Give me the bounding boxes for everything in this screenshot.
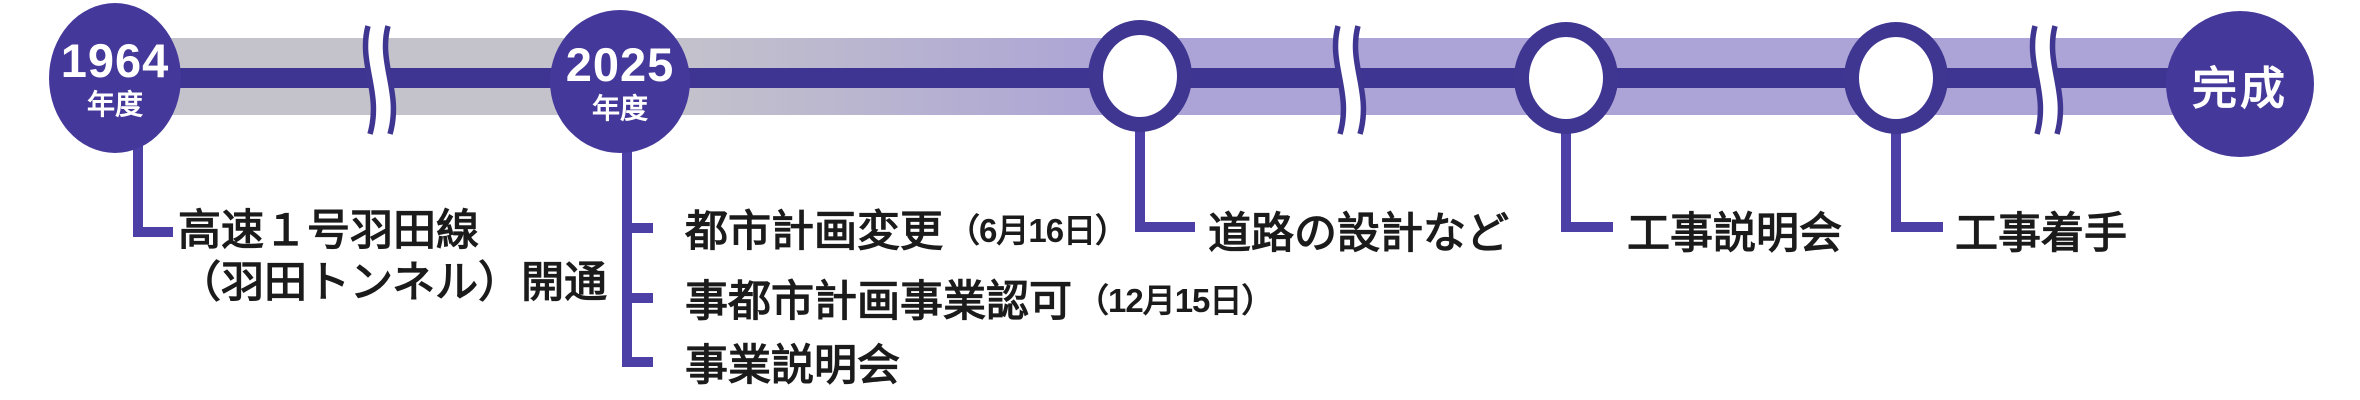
timeline-node-construction — [1844, 22, 1948, 134]
label-1964-line1: 高速１号羽田線 — [178, 207, 479, 255]
break-wave-icon — [362, 23, 397, 137]
connector-milestone3-stub — [1135, 222, 1195, 232]
year-2025-label: 2025 — [565, 37, 675, 91]
branch1-text: 都市計画変更 — [685, 208, 943, 256]
label-milestone3: 道路の設計など — [1208, 210, 1509, 258]
timeline-node-2025: 2025 年度 — [550, 10, 690, 153]
connector-2025-stub-1 — [623, 223, 653, 233]
timeline-node-briefing — [1514, 22, 1618, 134]
connector-1964-stub — [133, 227, 173, 237]
completion-label: 完成 — [2191, 62, 2288, 114]
branch2-date: （12月15日） — [1076, 282, 1274, 319]
connector-milestone4 — [1561, 127, 1571, 232]
connector-milestone5 — [1891, 130, 1901, 232]
label-1964-line2: （羽田トンネル）開通 — [178, 259, 608, 307]
year-2025-suffix: 年度 — [591, 92, 648, 124]
label-2025-branch3: 事業説明会 — [685, 338, 900, 390]
branch3-text: 事業説明会 — [685, 342, 900, 390]
connector-milestone3 — [1135, 125, 1145, 232]
branch1-date: （6月16日） — [947, 212, 1128, 249]
label-milestone4: 工事説明会 — [1627, 210, 1842, 258]
connector-milestone4-stub — [1561, 222, 1613, 232]
year-1964-label: 1964 — [60, 34, 170, 87]
label-2025-branch1: 都市計画変更 （6月16日） — [685, 204, 1128, 256]
connector-1964 — [133, 138, 143, 237]
break-wave-icon — [2029, 23, 2064, 137]
connector-2025-stub-2 — [623, 293, 653, 303]
timeline-node-completion: 完成 — [2166, 11, 2314, 157]
timeline-node-design — [1088, 20, 1192, 132]
label-milestone5: 工事着手 — [1955, 210, 2127, 258]
connector-2025-stub-3 — [623, 357, 653, 367]
connector-milestone5-stub — [1891, 222, 1943, 232]
year-1964-suffix: 年度 — [86, 89, 143, 120]
timeline-node-1964: 1964 年度 — [49, 3, 181, 153]
connector-2025 — [622, 140, 632, 367]
branch2-text: 事都市計画事業認可 — [685, 278, 1072, 326]
label-2025-branch2: 事都市計画事業認可 （12月15日） — [685, 274, 1274, 326]
break-wave-icon — [1332, 23, 1367, 137]
